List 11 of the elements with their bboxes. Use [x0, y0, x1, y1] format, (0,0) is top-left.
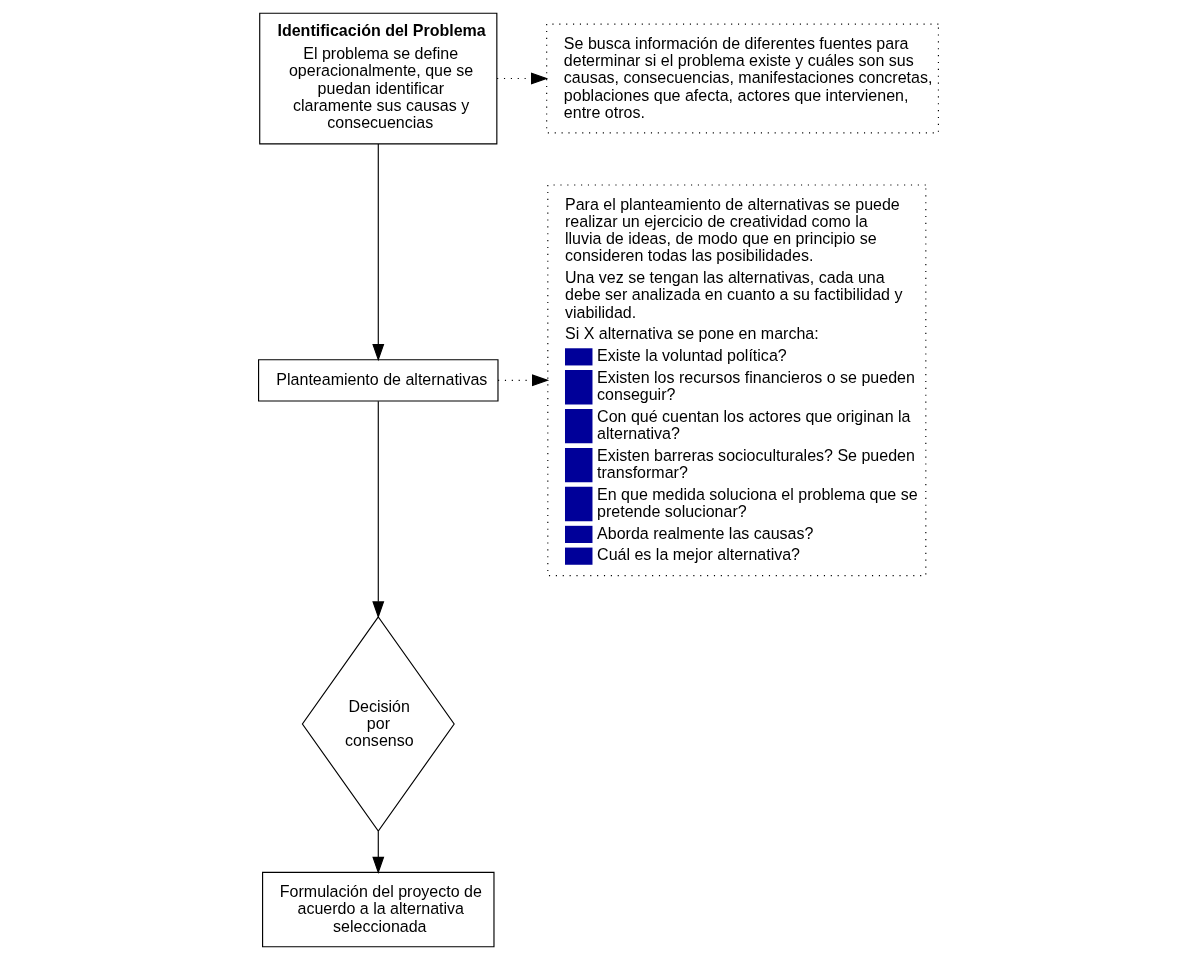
arrow	[496, 72, 548, 85]
arrow	[371, 400, 384, 619]
node-box: Identificación del Problema El problema se define operacionalmente, que se puedan identificar claramente sus causas y consecuencias	[258, 12, 497, 145]
node-box: Para el planteamiento de alternativas se puede realizar un ejercicio de creatividad como la lluvia de ideas, de modo que en principio se consideren todas las posibilidades. Una vez se tengan las alternativas, cada una debe ser analizada en cuanto a su factibilidad y viabilidad. Si X alternativa se pone en marcha: Existe la voluntad política? Existen los recursos financieros o se pueden conseguir? Con qué cuentan los actores que originan la alternativa? Existen barreras socioculturales? Se pueden transformar? En que medida soluciona el problema que se pretende solucionar? Aborda realmente las causas? Cuál es la mejor alternativa?	[546, 184, 926, 577]
node-box: Planteamiento de alternativas	[257, 359, 499, 402]
arrow	[371, 830, 384, 874]
node-box: Se busca información de diferentes fuentes para determinar si el problema existe y cuáles son sus causas, consecuencias, manifestaciones concretas, poblaciones que afecta, actores que intervienen, entre otros.	[545, 23, 939, 134]
node-diamond: Decisión por consenso	[301, 615, 455, 833]
arrow	[496, 374, 549, 387]
node-box: Formulación del proyecto de acuerdo a la alternativa seleccionada	[261, 871, 495, 948]
arrow	[371, 143, 384, 362]
